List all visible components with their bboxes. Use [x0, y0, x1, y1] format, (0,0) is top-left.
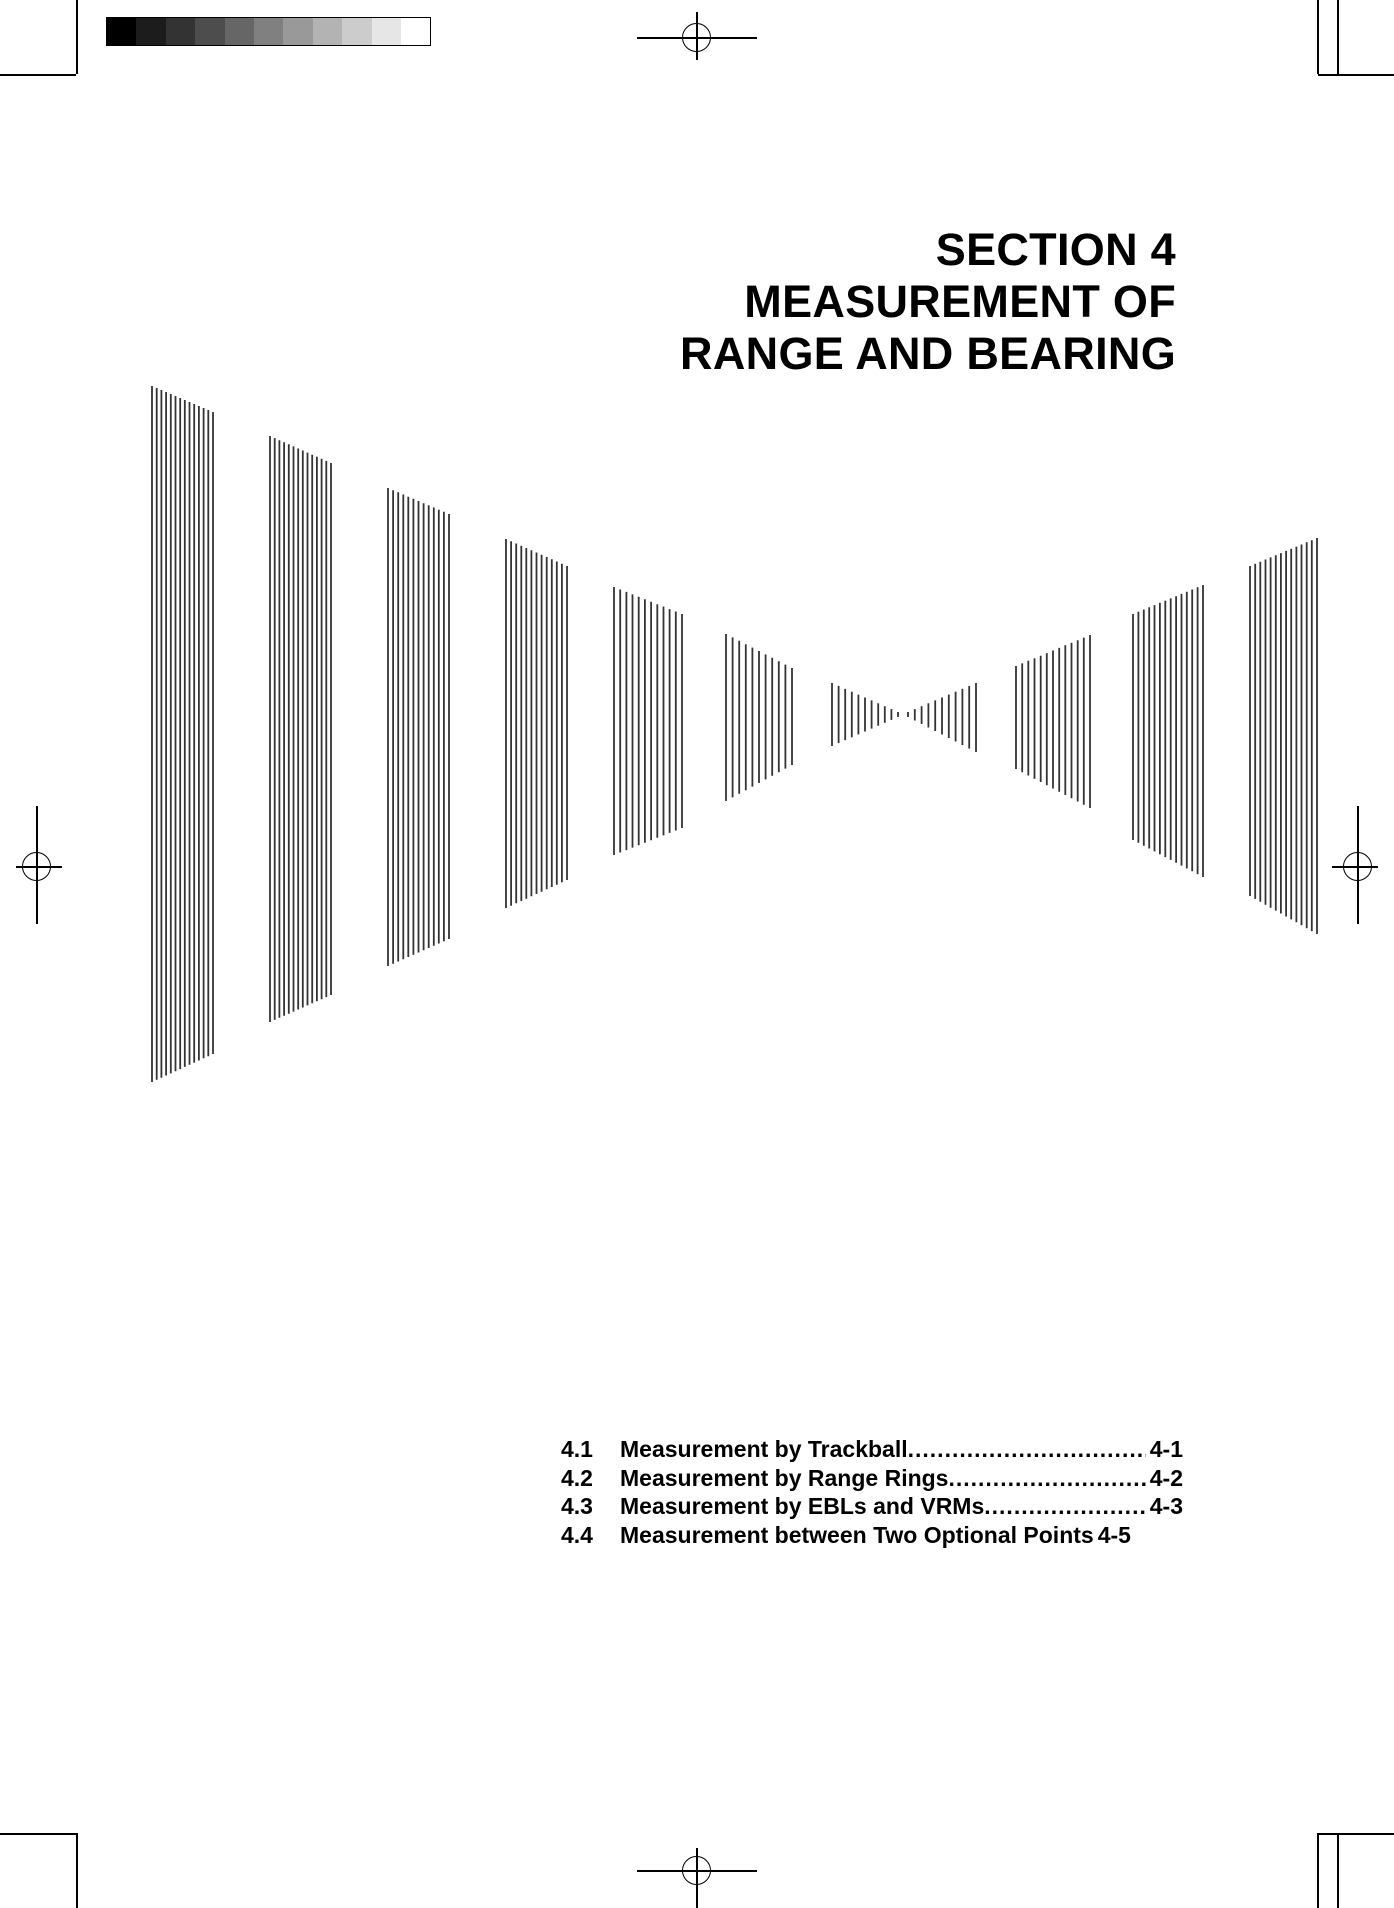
- gray-swatch: [400, 18, 431, 45]
- crop-mark: [0, 1833, 76, 1835]
- stripe-group: [831, 683, 899, 746]
- crop-mark: [1337, 1833, 1339, 1908]
- gray-swatch: [253, 18, 284, 45]
- toc-entry-page: 4-3: [1149, 1493, 1183, 1520]
- section-title-line-1: MEASUREMENT OF: [744, 276, 1176, 327]
- gray-swatch: [136, 18, 166, 45]
- table-of-contents: 4.1 Measurement by Trackball 4-1 4.2 Mea…: [561, 1436, 1183, 1550]
- gray-swatch: [342, 18, 372, 45]
- grayscale-calibration-strip: [106, 17, 432, 46]
- stripe-group: [269, 436, 332, 1022]
- toc-entry-page: 4-5: [1097, 1521, 1131, 1548]
- crop-mark: [1318, 1833, 1394, 1835]
- toc-dot-leader: [908, 1436, 1146, 1463]
- toc-entry[interactable]: 4.1 Measurement by Trackball 4-1: [561, 1436, 1183, 1465]
- toc-entry[interactable]: 4.3 Measurement by EBLs and VRMs 4-3: [561, 1493, 1183, 1522]
- stripe-group: [151, 386, 214, 1082]
- gray-swatch: [224, 18, 254, 45]
- crop-mark: [0, 74, 76, 76]
- stripe-group: [907, 683, 977, 752]
- toc-entry-page: 4-2: [1149, 1464, 1183, 1491]
- gray-swatch: [195, 18, 225, 45]
- stripe-group: [1015, 635, 1091, 808]
- toc-entry-title: Measurement by Range Rings: [620, 1464, 949, 1491]
- toc-entry-number: 4.3: [561, 1493, 593, 1520]
- gray-swatch: [165, 18, 196, 45]
- toc-entry-title: Measurement by EBLs and VRMs: [620, 1493, 985, 1520]
- crop-mark: [1317, 0, 1319, 74]
- section-title-line-2: RANGE AND BEARING: [680, 328, 1176, 379]
- stripe-group: [387, 488, 450, 966]
- section-number: SECTION 4: [935, 224, 1176, 275]
- gray-swatch: [371, 18, 401, 45]
- gray-swatch: [283, 18, 313, 45]
- crop-mark: [76, 0, 78, 74]
- toc-entry-number: 4.2: [561, 1464, 593, 1491]
- toc-entry[interactable]: 4.2 Measurement by Range Rings 4-2: [561, 1465, 1183, 1494]
- toc-entry-title: Measurement between Two Optional Points: [620, 1521, 1094, 1548]
- stripe-group: [1132, 585, 1204, 877]
- gray-swatch: [107, 18, 137, 45]
- stripe-group: [725, 634, 793, 801]
- stripe-group: [505, 539, 568, 908]
- toc-entry-title: Measurement by Trackball: [620, 1436, 908, 1462]
- toc-entry-page: 4-1: [1149, 1436, 1183, 1462]
- stripe-group: [613, 587, 683, 855]
- toc-dot-leader: [948, 1465, 1145, 1492]
- gray-swatch: [312, 18, 343, 45]
- toc-entry-number: 4.4: [561, 1521, 593, 1548]
- toc-entry-number: 4.1: [561, 1436, 593, 1462]
- toc-entry[interactable]: 4.4 Measurement between Two Optional Poi…: [561, 1522, 1183, 1551]
- crop-mark: [1317, 1833, 1319, 1908]
- crop-mark: [1318, 74, 1394, 76]
- toc-dot-leader: [984, 1493, 1145, 1520]
- stripe-group: [1249, 538, 1318, 934]
- section-title: SECTION 4 MEASUREMENT OF RANGE AND BEARI…: [680, 224, 1176, 380]
- crop-mark: [1337, 0, 1339, 74]
- crop-mark: [76, 1833, 78, 1908]
